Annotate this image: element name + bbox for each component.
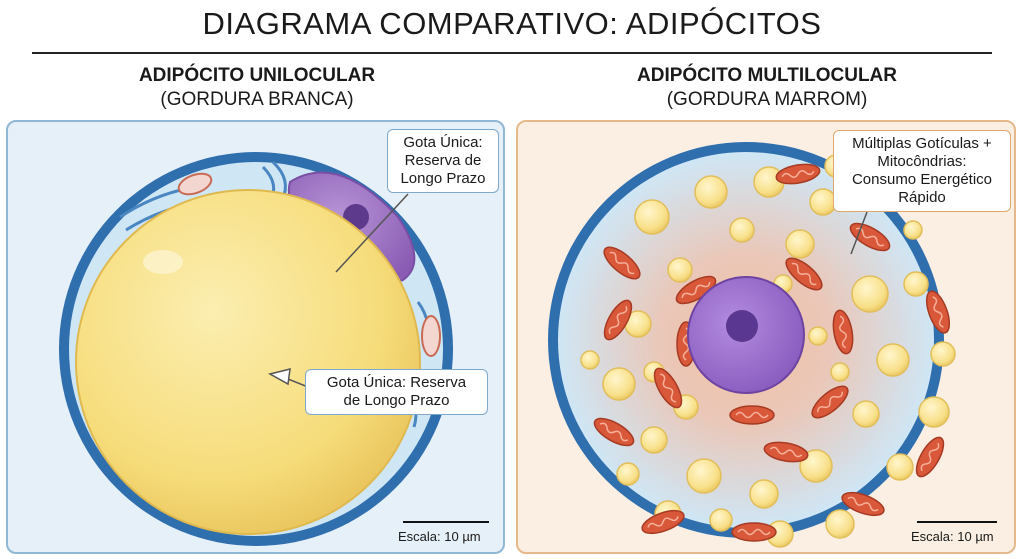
callout-multiple-droplets: Múltiplas Gotículas + Mitocôndrias: Cons… [833,130,1011,212]
lipid-droplet [808,326,828,346]
mitochondrion [811,385,849,419]
lipid-droplet [694,175,728,209]
left-scale-label: Escala: 10 µm [398,529,481,544]
mitochondrion [731,522,777,542]
lipid-droplet [580,350,600,370]
lipid-droplet [851,275,889,313]
lipid-droplet [640,426,668,454]
lipid-droplet [602,367,636,401]
callout-line: Gota Única: Reserva [326,374,467,391]
mitochondrion [603,246,641,280]
page-title: DIAGRAMA COMPARATIVO: ADIPÓCITOS [202,6,822,41]
mitochondrion [177,172,213,196]
lipid-droplet [667,257,693,283]
arrow-head [267,368,291,386]
callout-line: Longo Prazo [400,170,486,187]
mitochondrion [421,315,441,357]
lipid-droplet [749,479,779,509]
right-heading: ADIPÓCITO MULTILOCULAR [637,65,897,86]
lipid-droplet [918,396,950,428]
lipid-droplet [903,220,923,240]
mitochondrion [832,309,854,355]
lipid-droplet [785,229,815,259]
callout-line: Reserva de [404,152,482,169]
lipid-droplet [729,217,755,243]
lipid-droplet [799,449,833,483]
lipid-droplet [886,453,914,481]
mitochondrion [729,405,775,425]
callout-single-droplet-bottom: Gota Única: Reserva de Longo Prazo [305,369,488,415]
callout-line: Rápido [898,189,946,206]
organelles-group [580,154,956,548]
callout-line: de Longo Prazo [343,392,450,409]
callout-pointer [850,211,868,255]
mitochondrion [925,290,951,334]
lipid-droplet [686,458,722,494]
mitochondrion [775,163,821,185]
lipid-droplet [930,341,956,367]
mitochondrion [841,491,885,517]
mitochondrion [915,436,945,478]
multilocular-cell-illustration [548,142,956,548]
left-heading: ADIPÓCITO UNILOCULAR [138,65,376,86]
lipid-droplet [830,362,850,382]
right-heading-block: ADIPÓCITO MULTILOCULAR (GORDURA MARROM) [547,64,987,112]
lipid-droplet [616,462,640,486]
mitochondrion [763,441,809,463]
right-scale-label: Escala: 10 µm [911,529,994,544]
lipid-highlight [143,250,183,274]
callout-line: Mitocôndrias: [877,153,967,170]
mitochondrion [593,417,635,447]
left-scale-bar [403,521,489,523]
lipid-droplet [852,400,880,428]
lipid-droplet [709,508,733,532]
mitochondrion [603,299,633,341]
left-subheading: (GORDURA BRANCA) [160,89,354,110]
single-lipid-droplet [75,189,421,535]
callout-single-droplet-top: Gota Única: Reserva de Longo Prazo [387,129,499,193]
lipid-droplet [634,199,670,235]
lipid-droplet [825,509,855,539]
callout-line: Múltiplas Gotículas + [852,135,992,152]
right-scale-bar [917,521,997,523]
callout-pointer [335,193,409,273]
lipid-droplet [876,343,910,377]
mitochondrion [785,257,823,291]
left-heading-block: ADIPÓCITO UNILOCULAR (GORDURA BRANCA) [37,64,477,112]
right-subheading: (GORDURA MARROM) [666,89,868,110]
multilocular-panel [516,120,1016,554]
mitochondrion [641,509,685,535]
callout-line: Gota Única: [403,134,483,151]
callout-line: Consumo Energético [851,171,993,188]
lipid-droplet [903,271,929,297]
title-divider [32,52,992,54]
nucleolus [726,310,758,342]
unilocular-cell-illustration [59,152,453,546]
mitochondrion [653,367,683,409]
